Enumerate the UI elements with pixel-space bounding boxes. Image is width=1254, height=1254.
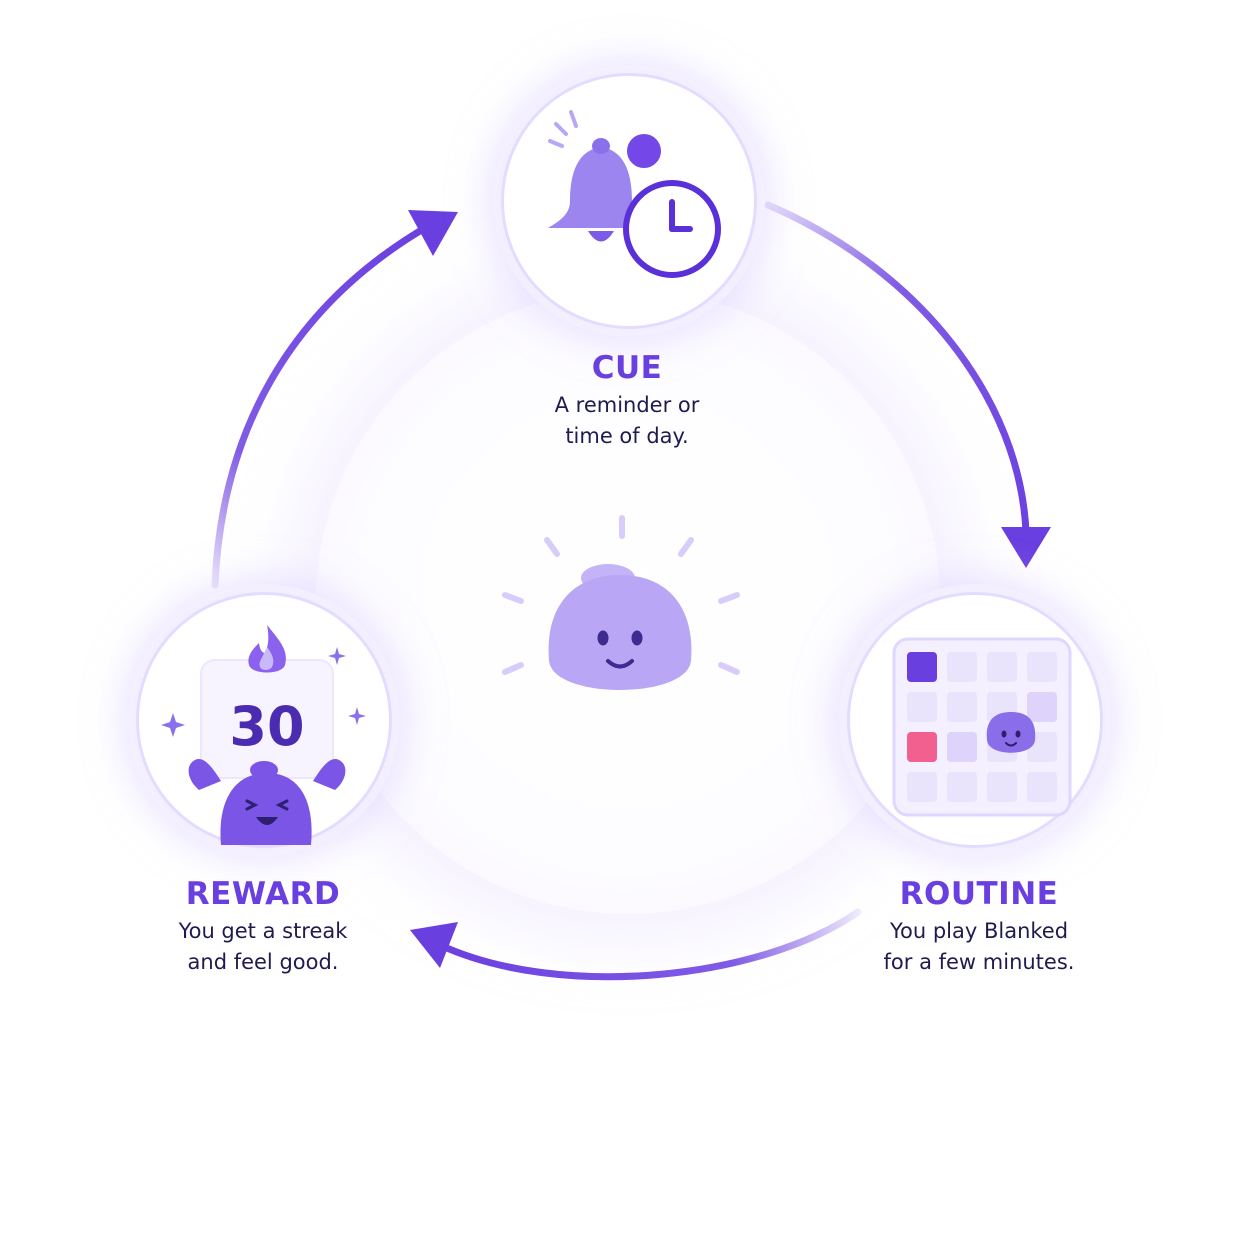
bell-icon (548, 110, 654, 242)
calendar-grid-icon (892, 637, 1072, 817)
calendar-cell (907, 652, 937, 682)
notification-dot-icon (627, 134, 661, 168)
shine-rays-icon (502, 515, 740, 675)
arrowhead-cue (408, 210, 458, 256)
cue-node (501, 73, 757, 329)
arrow-routine-to-reward (436, 908, 862, 981)
center-mascot (502, 515, 740, 690)
calendar-cell (1027, 652, 1057, 682)
routine-description-line-2: for a few minutes. (883, 950, 1075, 974)
cue-description-line-1: A reminder or (554, 393, 700, 417)
cue-title: CUE (591, 350, 663, 386)
calendar-cell (987, 772, 1017, 802)
calendar-cell (907, 732, 937, 762)
calendar-cell (947, 732, 977, 762)
routine-label: ROUTINE You play Blanked for a few minut… (829, 876, 1129, 978)
cue-label: CUE A reminder or time of day. (477, 350, 777, 452)
cue-description: A reminder or time of day. (477, 390, 777, 452)
sparkle-icon (161, 647, 366, 737)
calendar-cell (1027, 692, 1057, 722)
clock-icon (623, 180, 721, 278)
reward-description-line-2: and feel good. (187, 950, 339, 974)
calendar-cell (947, 652, 977, 682)
arrow-reward-to-cue (211, 221, 434, 589)
streak-count: 30 (229, 695, 304, 758)
calendar-cell (907, 692, 937, 722)
calendar-cell (1027, 772, 1057, 802)
reward-title: REWARD (185, 876, 341, 912)
reward-description: You get a streak and feel good. (113, 916, 413, 978)
cheering-mascot-icon (188, 759, 346, 845)
reward-label: REWARD You get a streak and feel good. (113, 876, 413, 978)
calendar-cell (987, 652, 1017, 682)
calendar-cell (947, 692, 977, 722)
reward-node: 30 (136, 592, 392, 848)
reward-description-line-1: You get a streak (178, 919, 348, 943)
routine-description-line-1: You play Blanked (889, 919, 1069, 943)
flame-icon (248, 625, 286, 673)
routine-node (847, 592, 1103, 848)
routine-description: You play Blanked for a few minutes. (829, 916, 1129, 978)
happy-mascot-icon (548, 564, 692, 690)
mascot-icon (986, 712, 1036, 753)
calendar-cell (907, 772, 937, 802)
arrowhead-routine (1001, 527, 1051, 568)
cue-description-line-2: time of day. (565, 424, 689, 448)
routine-title: ROUTINE (899, 876, 1059, 912)
calendar-cell (947, 772, 977, 802)
arrow-cue-to-routine (764, 201, 1030, 536)
arrowhead-reward (410, 922, 458, 968)
